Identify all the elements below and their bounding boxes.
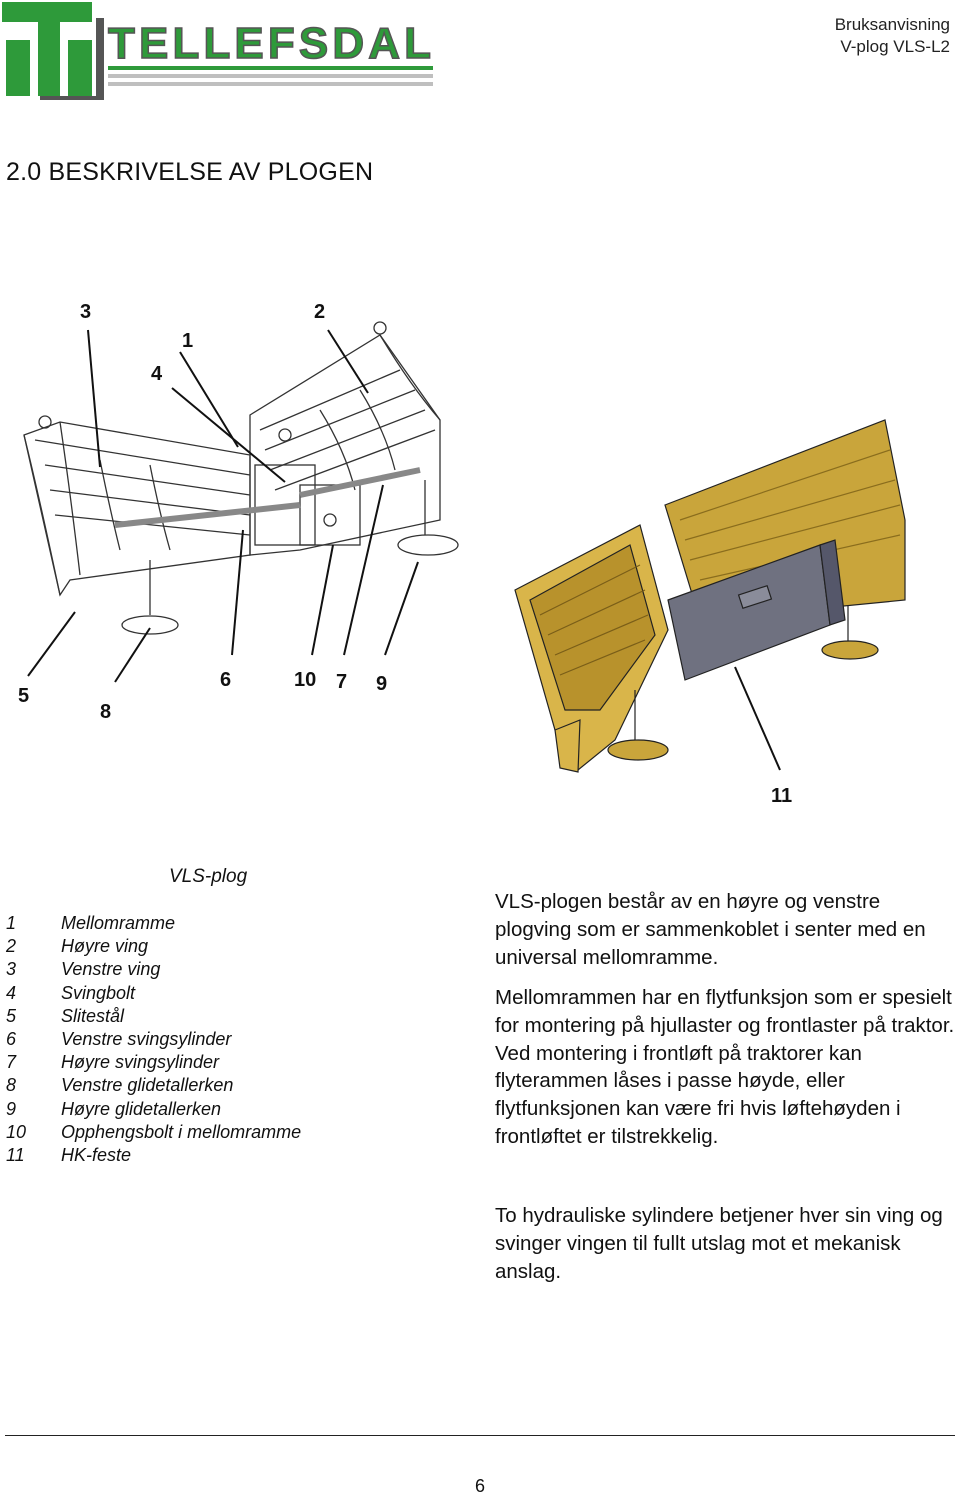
legend-item: 8 Venstre glidetallerken (6, 1074, 301, 1097)
legend-item: 7 Høyre svingsylinder (6, 1051, 301, 1074)
legend-item-label: Venstre glidetallerken (61, 1075, 234, 1096)
legend-item-label: Høyre glidetallerken (61, 1098, 222, 1119)
callout-5: 5 (18, 685, 29, 707)
legend-item-label: HK-feste (61, 1145, 132, 1166)
callout-7: 7 (336, 671, 347, 693)
callout-3: 3 (80, 301, 91, 323)
tellefsdal-logo: TELLEFSDAL (2, 2, 433, 100)
legend-item-number: 1 (6, 913, 17, 933)
legend-item-number: 2 (6, 936, 17, 957)
legend-item: 4 Svingbolt (6, 982, 301, 1005)
callout-1: 1 (182, 330, 193, 352)
legend-item-number: 5 (6, 1005, 17, 1026)
description-paragraph-1: VLS-plogen består av en høyre og venstre… (495, 890, 926, 969)
section-title: 2.0 BESKRIVELSE AV PLOGEN (6, 158, 374, 186)
callout-8: 8 (100, 701, 111, 723)
legend-item-number: 7 (6, 1052, 17, 1073)
parts-legend: 1 Mellomramme 2 Høyre ving 3 Venstre ving 4 Svi… (6, 912, 301, 1167)
legend-item: 11 HK-feste (6, 1144, 301, 1167)
legend-item-label: Venstre svingsylinder (61, 1029, 232, 1050)
logo-t-mark (2, 2, 104, 100)
header-model: V-plog VLS-L2 (840, 37, 950, 56)
legend-item-number: 8 (6, 1075, 17, 1096)
callout-4: 4 (151, 363, 163, 385)
document-header: Bruksanvisning V-plog VLS-L2 (835, 14, 950, 58)
legend-item-number: 11 (6, 1145, 25, 1166)
legend-item-number: 3 (6, 959, 17, 980)
description-paragraph-2: Mellomrammen har en flytfunksjon som er … (495, 986, 955, 1148)
legend-item: 6 Venstre svingsylinder (6, 1028, 301, 1051)
legend-item: 10 Opphengsbolt i mellomramme (6, 1121, 301, 1144)
legend-item: 5 Slitestål (6, 1005, 301, 1028)
page-number: 6 (474, 1476, 485, 1496)
legend-item-number: 4 (6, 982, 17, 1003)
legend-item-label: Høyre ving (61, 936, 149, 957)
callout-2: 2 (314, 301, 325, 323)
legend-item-number: 6 (6, 1029, 17, 1050)
callout-11: 11 (771, 785, 792, 807)
description-paragraph-3: To hydrauliske sylindere betjener hver s… (495, 1204, 943, 1283)
legend-item: 1 Mellomramme (6, 912, 301, 935)
legend-item-number: 10 (6, 1121, 27, 1142)
legend-item-label: Svingbolt (61, 982, 136, 1003)
callout-10: 10 (294, 669, 316, 691)
callout-9: 9 (376, 673, 387, 695)
header-title: Bruksanvisning (834, 15, 950, 34)
legend-item-number: 9 (6, 1098, 17, 1119)
legend-item-label: Venstre ving (61, 959, 161, 980)
figure-caption: VLS-plog (169, 866, 248, 887)
callout-numbers: 3 2 1 4 5 8 6 10 7 9 11 (18, 301, 792, 807)
legend-item: 9 Høyre glidetallerken (6, 1098, 301, 1121)
logo-wordmark: TELLEFSDAL (108, 19, 433, 68)
callout-leaders (27, 329, 781, 771)
plow-3d-render (514, 419, 906, 773)
legend-item-label: Slitestål (61, 1005, 125, 1026)
legend-item: 3 Venstre ving (6, 958, 301, 981)
legend-item-label: Høyre svingsylinder (61, 1052, 220, 1073)
plow-line-drawing (23, 321, 459, 635)
footer-divider (5, 1435, 955, 1436)
legend-item-label: Opphengsbolt i mellomramme (61, 1121, 302, 1142)
plow-figure: 3 2 1 4 5 8 6 10 7 9 11 (18, 301, 906, 807)
legend-item: 2 Høyre ving (6, 935, 301, 958)
legend-item-label: Mellomramme (61, 913, 176, 933)
callout-6: 6 (220, 669, 231, 691)
